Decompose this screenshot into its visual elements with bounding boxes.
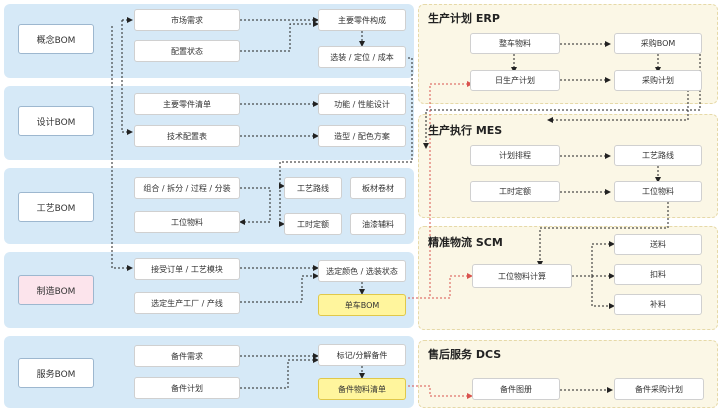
node-purchase-plan: 采购计划 [614, 70, 702, 91]
node-mes-process-route: 工艺路线 [614, 145, 702, 166]
node-option-cost: 选装 / 定位 / 成本 [318, 46, 406, 68]
node-mark-spare: 标记/分解备件 [318, 344, 406, 366]
node-config-state: 配置状态 [134, 40, 240, 62]
node-main-parts-list: 主要零件清单 [134, 93, 240, 115]
node-function-design: 功能 / 性能设计 [318, 93, 406, 115]
node-labor-quota: 工时定额 [284, 213, 342, 235]
node-select-plant: 选定生产工厂 / 产线 [134, 292, 240, 314]
category-manufacturing-bom: 制造BOM [18, 275, 94, 305]
node-styling-color: 造型 / 配色方案 [318, 125, 406, 147]
node-spare-plan: 备件计划 [134, 377, 240, 399]
node-spare-catalog: 备件图册 [472, 378, 560, 400]
panel-mes-title: 生产执行 MES [428, 124, 503, 137]
panel-dcs-title: 售后服务 DCS [428, 348, 502, 361]
node-vehicle-bom: 单车BOM [318, 294, 406, 316]
node-tech-config: 技术配置表 [134, 125, 240, 147]
node-sheet-coil: 板材卷材 [350, 177, 406, 199]
category-design-bom: 设计BOM [18, 106, 94, 136]
node-replenish: 补料 [614, 294, 702, 315]
node-select-color: 选定颜色 / 选装状态 [318, 260, 406, 282]
node-assembly-process: 组合 / 拆分 / 过程 / 分装 [134, 177, 240, 199]
node-market-demand: 市场需求 [134, 9, 240, 31]
node-delivery: 送料 [614, 234, 702, 255]
node-accept-order: 接受订单 / 工艺模块 [134, 258, 240, 280]
node-deduct: 扣料 [614, 264, 702, 285]
node-paint-material: 油漆辅料 [350, 213, 406, 235]
category-concept-bom: 概念BOM [18, 24, 94, 54]
node-main-parts: 主要零件构成 [318, 9, 406, 31]
node-purchase-bom: 采购BOM [614, 33, 702, 54]
panel-scm-title: 精准物流 SCM [428, 236, 503, 249]
node-scheduling: 计划排程 [470, 145, 560, 166]
panel-erp-title: 生产计划 ERP [428, 12, 500, 25]
category-process-bom: 工艺BOM [18, 192, 94, 222]
node-spare-demand: 备件需求 [134, 345, 240, 367]
node-mes-station-material: 工位物料 [614, 181, 702, 202]
node-station-material: 工位物料 [134, 211, 240, 233]
node-daily-plan: 日生产计划 [470, 70, 560, 91]
node-vehicle-material: 整车物料 [470, 33, 560, 54]
node-spare-bom: 备件物料清单 [318, 378, 406, 400]
node-material-calc: 工位物料计算 [472, 264, 572, 288]
category-service-bom: 服务BOM [18, 358, 94, 388]
node-mes-labor-quota: 工时定额 [470, 181, 560, 202]
node-process-route: 工艺路线 [284, 177, 342, 199]
node-spare-purchase-plan: 备件采购计划 [614, 378, 704, 400]
